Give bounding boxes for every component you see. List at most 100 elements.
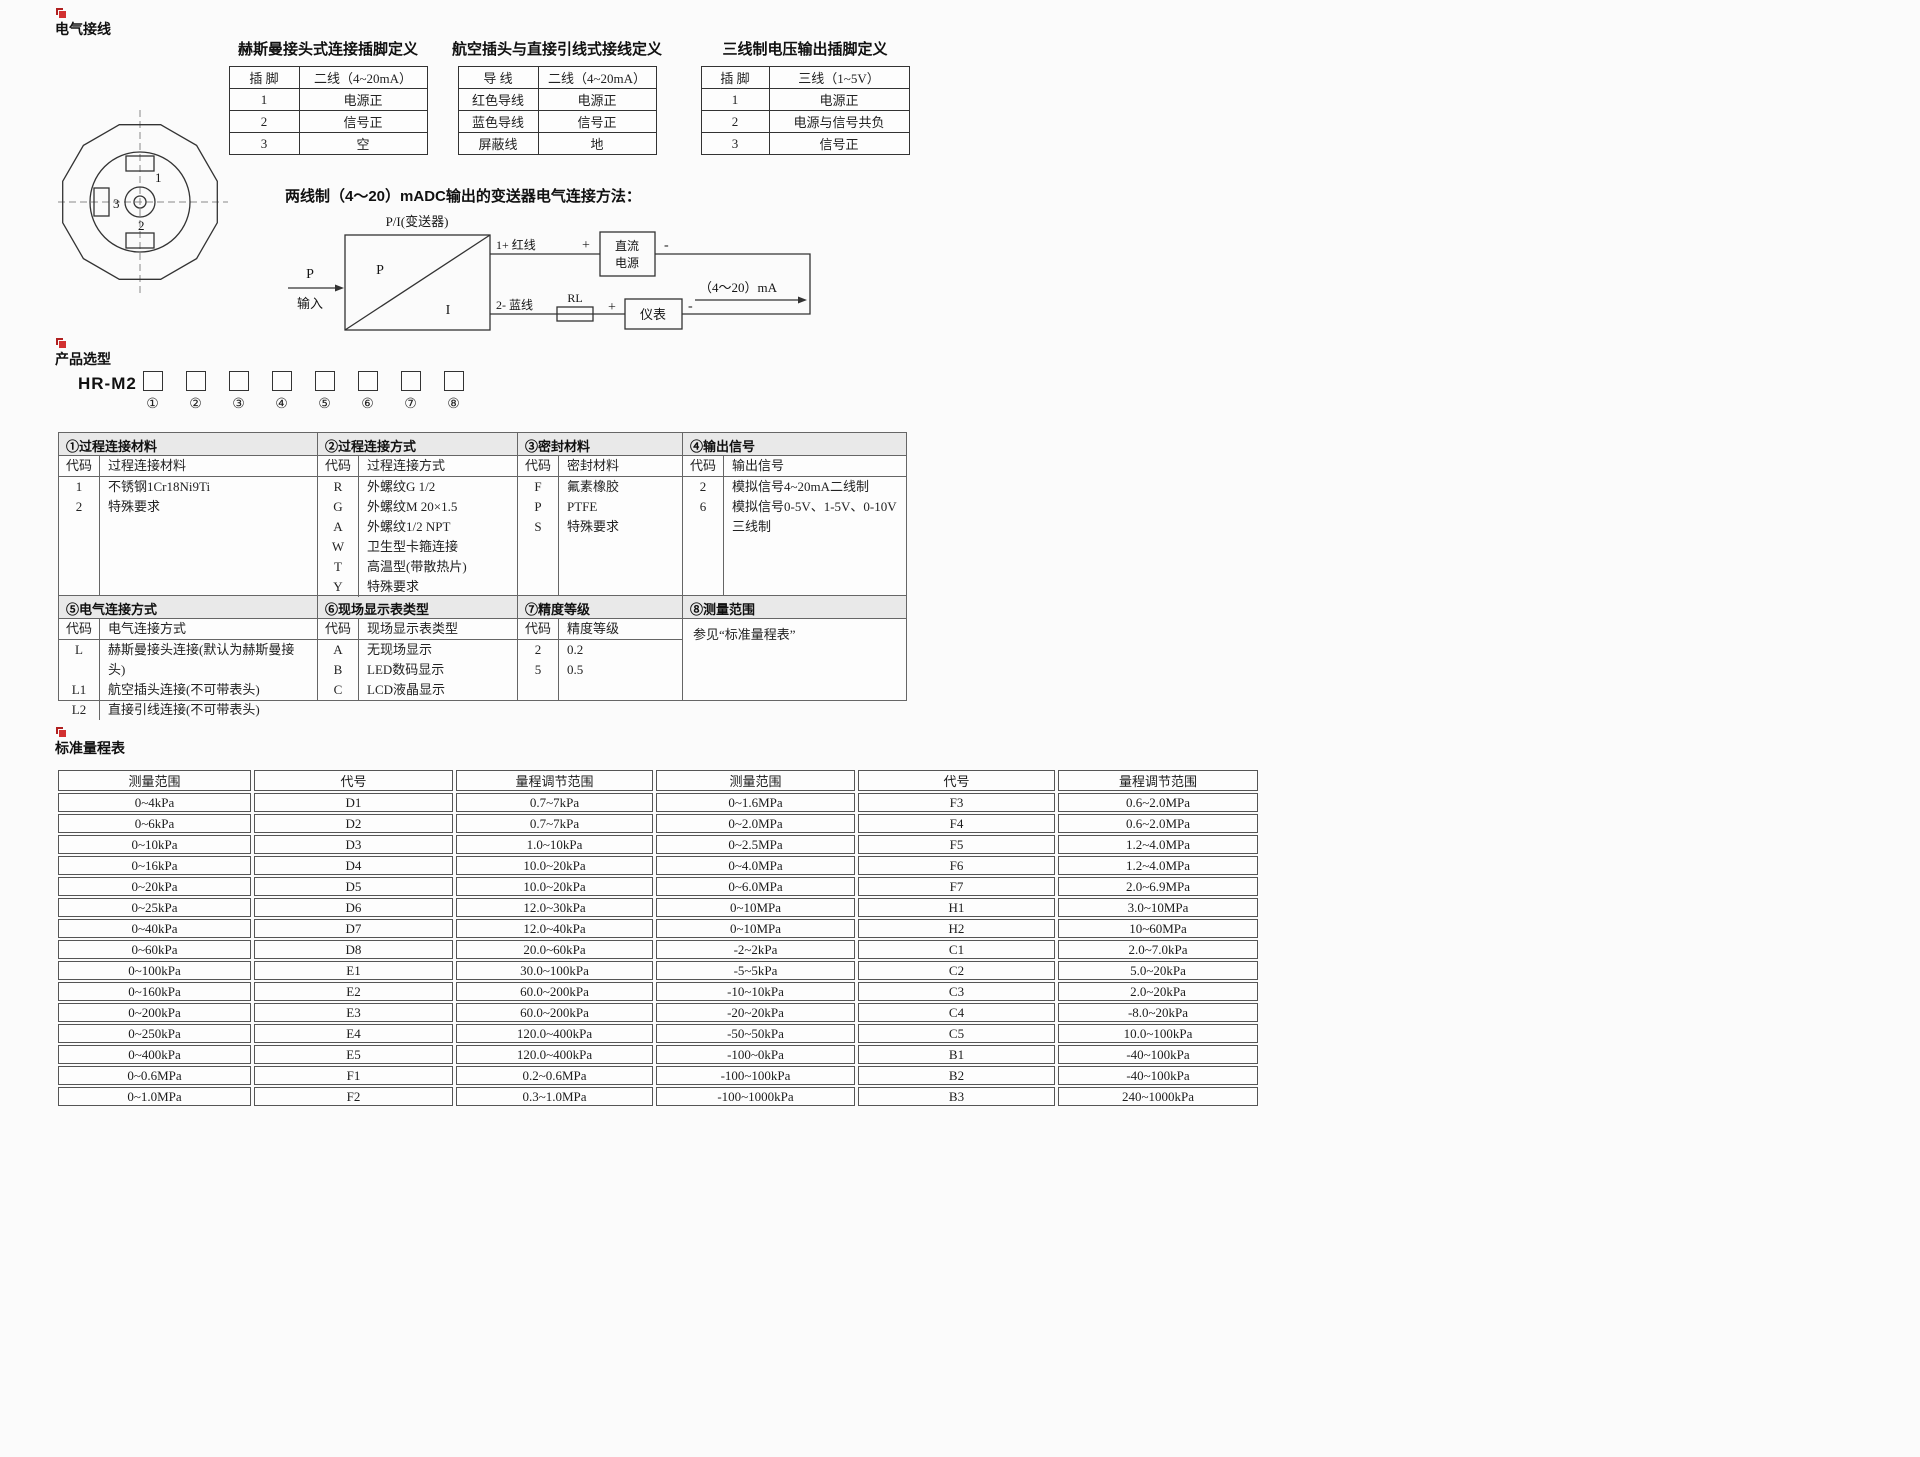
- position-number-label: ⑦: [404, 395, 417, 411]
- option-description: 无现场显示: [367, 642, 433, 657]
- position-number-label: ④: [275, 395, 288, 411]
- table-cell: 10.0~20kPa: [456, 877, 653, 896]
- table-cell: 2.0~6.9MPa: [1058, 877, 1258, 896]
- option-code: B: [333, 662, 343, 677]
- table-cell: 0~16kPa: [58, 856, 251, 875]
- table-cell: 1.0~10kPa: [456, 835, 653, 854]
- table-cell: 0~1.0MPa: [58, 1087, 251, 1106]
- transmitter-i-label: I: [446, 303, 451, 318]
- table-cell: -40~100kPa: [1058, 1045, 1258, 1064]
- option-code: L1: [71, 682, 87, 697]
- code-column-header: 代码: [65, 458, 92, 473]
- model-code-box: [228, 371, 249, 391]
- option-code: A: [333, 642, 343, 657]
- table-cell: 信号正: [537, 110, 657, 133]
- table-cell: E2: [254, 982, 453, 1001]
- table-header-row: 导 线 二线（4~20mA）: [457, 66, 657, 89]
- dc-minus-sign: -: [664, 238, 669, 253]
- table-cell: 空: [298, 132, 428, 155]
- table-cell: B2: [858, 1066, 1055, 1085]
- model-position: ①: [131, 371, 174, 412]
- pin-table-title: 三线制电压输出插脚定义: [722, 41, 888, 58]
- blue-wire-label: 2- 蓝线: [496, 298, 533, 312]
- option-code: A: [333, 519, 343, 534]
- option-header-row: 代码 精度等级: [518, 619, 682, 640]
- option-description: LCD液晶显示: [367, 682, 446, 697]
- red-wire-label: 1+ 红线: [496, 237, 536, 252]
- table-cell: 信号正: [298, 110, 428, 133]
- table-cell: F4: [858, 814, 1055, 833]
- option-description: 卫生型卡箍连接: [367, 539, 459, 554]
- table-header-row: 插 脚 二线（4~20mA）: [228, 66, 428, 89]
- dc-plus-sign: +: [582, 238, 590, 253]
- table-cell: H2: [858, 919, 1055, 938]
- table-header-row: 测量范围 代号 量程调节范围 测量范围 代号 量程调节范围: [58, 770, 1258, 791]
- section-marker-icon: [56, 338, 66, 348]
- column-header: 测量范围: [656, 770, 855, 791]
- option-code: L: [75, 642, 83, 657]
- model-position: ⑤: [303, 371, 346, 412]
- table-cell: 0~6kPa: [58, 814, 251, 833]
- diagram-title: 两线制（4～20）mADC输出的变送器电气连接方法：: [285, 188, 641, 205]
- table-cell: 10.0~100kPa: [1058, 1024, 1258, 1043]
- table-cell: -100~100kPa: [656, 1066, 855, 1085]
- table-cell: 120.0~400kPa: [456, 1045, 653, 1064]
- table-cell: C3: [858, 982, 1055, 1001]
- table-cell: H1: [858, 898, 1055, 917]
- table-cell: 120.0~400kPa: [456, 1024, 653, 1043]
- table-cell: 2: [700, 110, 770, 133]
- transmitter-p-label: P: [376, 263, 384, 278]
- selection-table-title: ②过程连接方式: [318, 433, 517, 456]
- option-header-row: 代码 输出信号: [683, 456, 906, 477]
- table-cell: 0~250kPa: [58, 1024, 251, 1043]
- position-number-label: ⑧: [447, 395, 460, 411]
- section-marker-icon: [56, 727, 66, 737]
- table-row: 屏蔽线地: [457, 132, 657, 155]
- option-description: 特殊要求: [108, 499, 161, 514]
- description-column-header: 过程连接材料: [108, 458, 187, 473]
- description-column-header: 电气连接方式: [108, 621, 187, 636]
- table-cell: 0~10MPa: [656, 898, 855, 917]
- table-cell: -8.0~20kPa: [1058, 1003, 1258, 1022]
- table-cell: -100~0kPa: [656, 1045, 855, 1064]
- selection-table-title: ③密封材料: [518, 433, 682, 456]
- column-header: 插 脚: [228, 66, 300, 89]
- meter-minus-sign: -: [688, 299, 693, 314]
- table-cell: D6: [254, 898, 453, 917]
- model-code-box: [357, 371, 378, 391]
- table-cell: 0~1.6MPa: [656, 793, 855, 812]
- table-cell: 0~10kPa: [58, 835, 251, 854]
- table-cell: 电源正: [768, 88, 910, 111]
- option-description: PTFE: [567, 499, 598, 514]
- column-header: 插 脚: [700, 66, 770, 89]
- option-description: 外螺纹1/2 NPT: [367, 519, 451, 534]
- code-column-header: 代码: [65, 621, 92, 636]
- option-code: 2: [534, 642, 542, 657]
- table-header-row: 插 脚 三线（1~5V）: [700, 66, 910, 89]
- connector-pin3-label: 3: [113, 196, 120, 211]
- option-code: Y: [333, 579, 343, 594]
- range-reference-note: 参见“标准量程表”: [693, 627, 796, 642]
- model-position: ②: [174, 371, 217, 412]
- selection-table-measuring-range: ⑧测量范围 参见“标准量程表”: [682, 595, 907, 701]
- transmitter-caption: P/I(变送器): [386, 214, 449, 229]
- option-description: 外螺纹M 20×1.5: [367, 499, 458, 514]
- model-code-box: [400, 371, 421, 391]
- option-code: S: [534, 519, 542, 534]
- option-code: W: [331, 539, 345, 554]
- meter-plus-sign: +: [608, 300, 616, 315]
- table-cell: 2.0~20kPa: [1058, 982, 1258, 1001]
- table-cell: 60.0~200kPa: [456, 982, 653, 1001]
